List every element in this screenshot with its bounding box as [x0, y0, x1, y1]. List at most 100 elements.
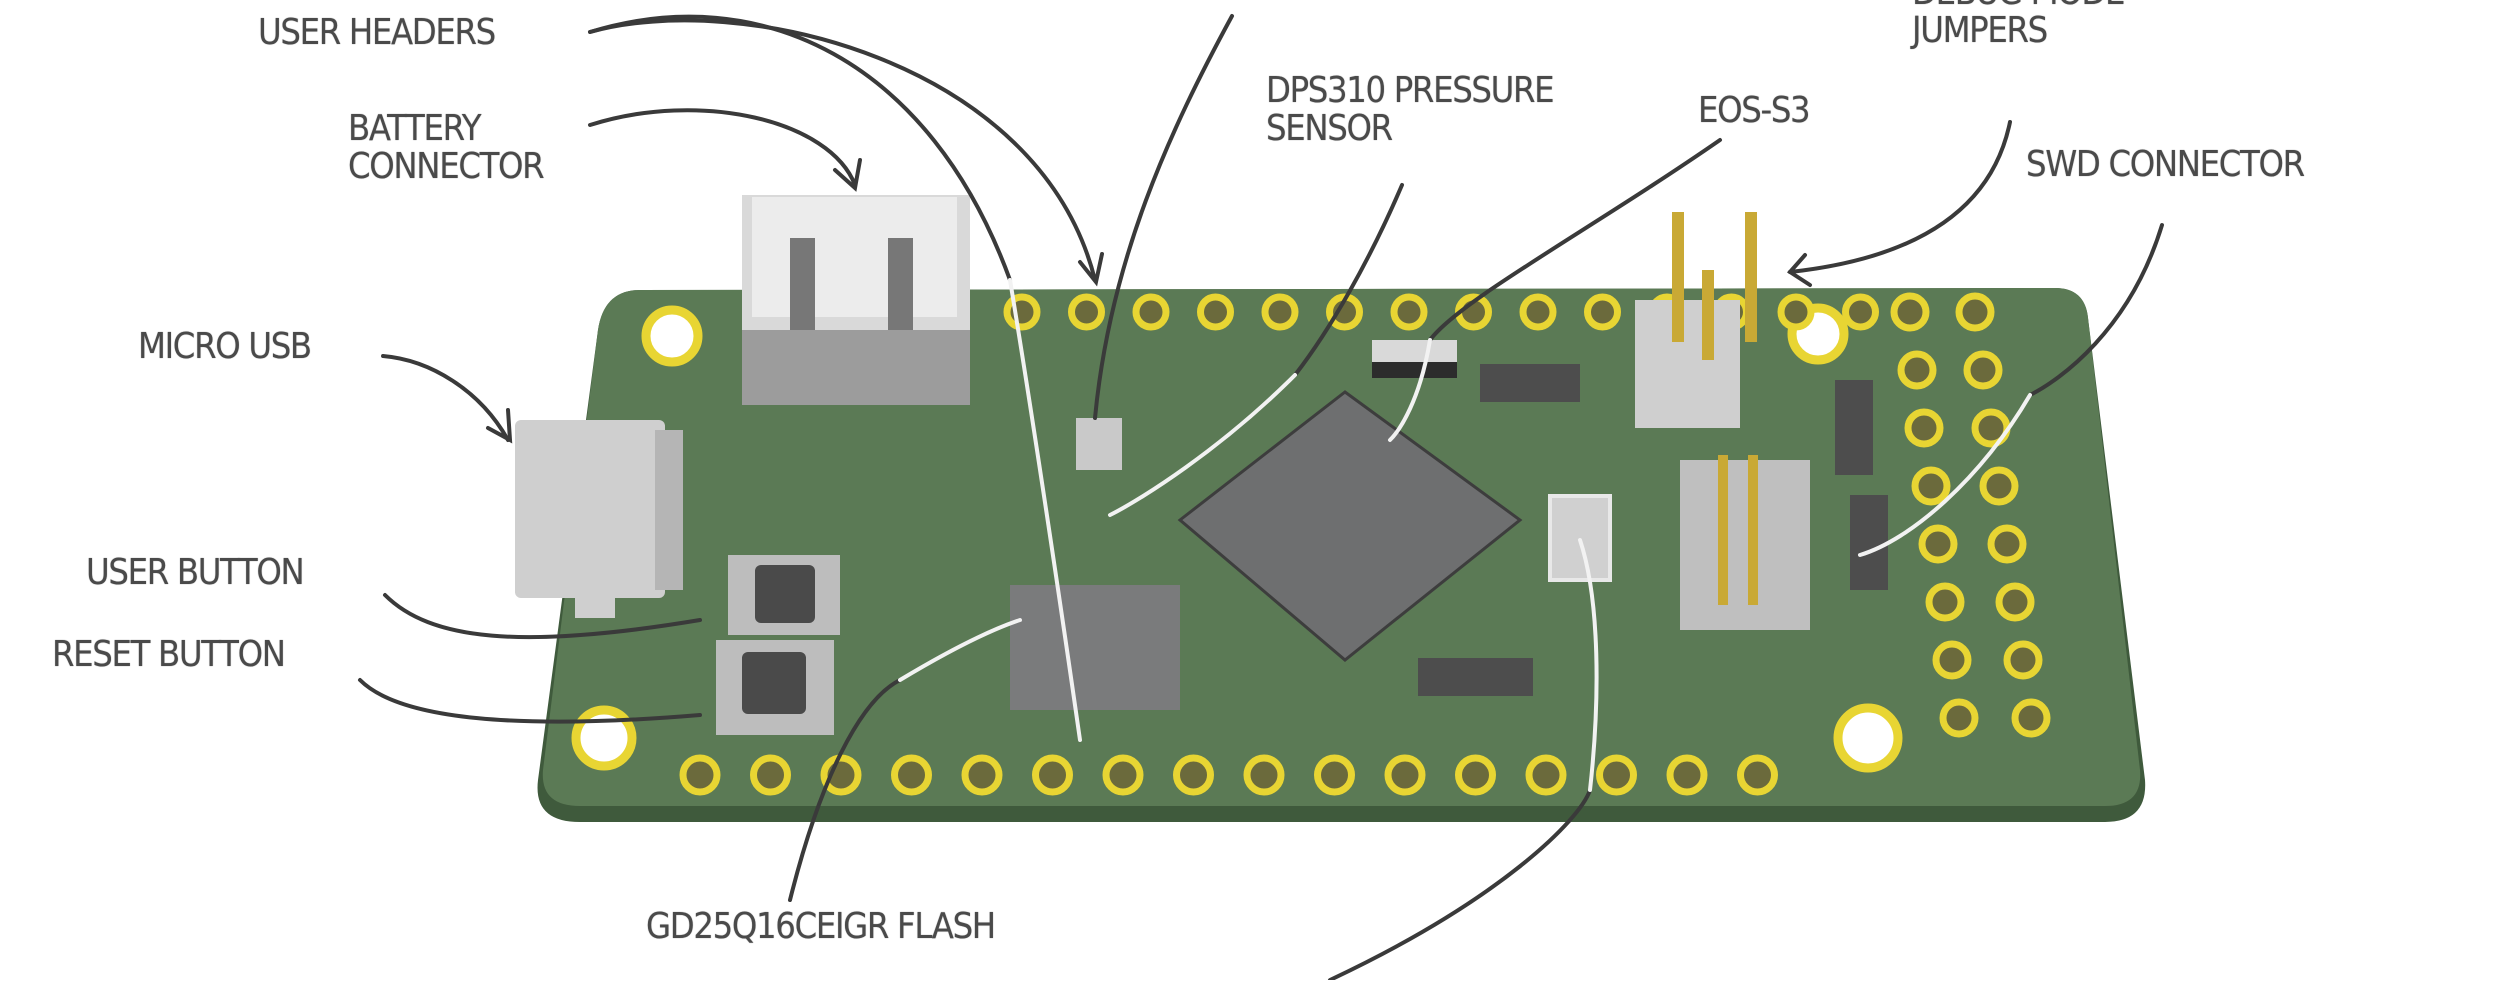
header-pad — [1197, 293, 1234, 331]
header-pad — [1390, 293, 1428, 331]
header-pad — [1384, 754, 1426, 796]
header-pad — [1911, 466, 1951, 506]
header-pad — [1987, 524, 2027, 564]
arrowhead-battery — [833, 158, 862, 192]
debug-jumpers — [1635, 212, 1757, 428]
label-micro-usb: MICRO USB — [138, 326, 312, 367]
header-pad — [961, 754, 1003, 796]
soic-chip-3 — [1835, 380, 1873, 475]
arrowhead-user-headers — [1078, 252, 1104, 287]
leader-user-headers-a — [588, 18, 1097, 282]
header-pad — [1032, 754, 1073, 796]
label-eos-s3: EOS-S3 — [1698, 90, 1811, 131]
jumper-pin-1 — [1672, 212, 1684, 342]
leader-swd-onboard — [1858, 393, 2032, 557]
reset-button-part — [716, 640, 834, 735]
flash-chip — [1010, 585, 1180, 710]
label-user-headers: USER HEADERS — [258, 12, 496, 53]
header-pad — [891, 754, 932, 796]
mounting-hole-br — [1833, 703, 1903, 773]
jumper-pin-2 — [1745, 212, 1757, 342]
user-button-part — [728, 555, 840, 635]
bottom-header-pads — [679, 754, 1778, 796]
leader-sensor-onboard — [1578, 538, 1599, 792]
jumper-housing — [1635, 300, 1740, 428]
mounting-hole-bl — [571, 705, 637, 771]
reset-button-cap — [742, 652, 806, 714]
leader-user-button — [383, 593, 702, 640]
soic-chip-1 — [1480, 364, 1580, 402]
header-pad — [1979, 466, 2019, 506]
header-pad — [1596, 754, 1637, 796]
swd-connector-part — [1680, 455, 1810, 630]
leader-flash-onboard — [898, 618, 1022, 682]
battery-connector-top — [752, 197, 957, 317]
header-pad — [1068, 293, 1105, 331]
header-pad — [1132, 293, 1170, 331]
micro-usb-connector — [515, 420, 683, 618]
leader-lines-onboard — [898, 278, 2032, 792]
arrowhead-micro-usb — [486, 408, 513, 444]
battery-connector-shadow — [742, 330, 970, 405]
sensor-module — [1548, 494, 1612, 582]
usb-shell-side — [655, 430, 683, 590]
header-pad — [1777, 293, 1815, 331]
leader-debug-jumpers — [1788, 120, 2012, 274]
header-pad — [1243, 754, 1285, 796]
mounting-holes — [571, 303, 1903, 773]
user-button-cap — [755, 565, 815, 623]
header-pad — [1995, 582, 2035, 622]
header-pad — [1897, 350, 1937, 390]
header-pad — [1102, 754, 1144, 796]
header-pad — [1918, 524, 1958, 564]
header-pad — [2003, 640, 2043, 680]
header-pad — [1925, 582, 1965, 622]
header-pad — [1904, 408, 1944, 448]
label-swd-connector: SWD CONNECTOR — [2026, 144, 2305, 185]
header-pad — [1261, 293, 1299, 331]
arrowheads — [486, 158, 1812, 444]
label-user-button: USER BUTTON — [86, 552, 305, 593]
battery-connector — [742, 195, 970, 405]
leader-micro-usb — [381, 354, 510, 442]
swd-pin-2 — [1748, 455, 1758, 605]
leader-eos-onboard — [1388, 338, 1432, 442]
header-pad — [1666, 754, 1708, 796]
dps310-sensor — [1076, 418, 1122, 470]
leader-flash — [788, 678, 902, 902]
jumper-pin-3 — [1702, 270, 1714, 360]
right-header-pads — [1890, 292, 2051, 738]
label-reset-button: RESET BUTTON — [52, 634, 286, 675]
leader-swd — [2028, 223, 2164, 397]
label-flash: GD25Q16CEIGR FLASH — [646, 906, 996, 947]
battery-slot-right — [888, 238, 913, 333]
header-pad — [1737, 754, 1778, 796]
header-pad — [1963, 350, 2003, 390]
header-pad — [1842, 293, 1879, 331]
header-pad — [1173, 754, 1214, 796]
header-pad — [1584, 293, 1621, 331]
swd-housing — [1680, 460, 1810, 630]
usb-tab — [575, 598, 615, 618]
label-battery-connector: BATTERY CONNECTOR — [348, 108, 545, 187]
label-debug-jumpers: DEBUG MODE JUMPERS — [1912, 0, 2125, 51]
usb-shell — [515, 420, 665, 598]
header-pad — [1455, 754, 1496, 796]
eos-s3-chip — [1177, 390, 1523, 662]
leader-user-headers-b — [588, 14, 1012, 282]
leader-reset-button — [358, 678, 702, 724]
leader-dps310-onboard — [1108, 373, 1297, 517]
mounting-hole-tl — [641, 305, 703, 367]
header-pad — [1955, 292, 1995, 332]
header-pad — [1890, 292, 1930, 332]
arrowhead-debug — [1786, 253, 1812, 287]
header-pad — [1932, 640, 1972, 680]
header-pad — [679, 754, 721, 796]
battery-slot-left — [790, 238, 815, 333]
header-pad — [2011, 698, 2051, 738]
header-pad — [1314, 754, 1355, 796]
leader-dps310 — [1293, 183, 1404, 377]
label-dps310: DPS310 PRESSURE SENSOR — [1266, 70, 1555, 149]
